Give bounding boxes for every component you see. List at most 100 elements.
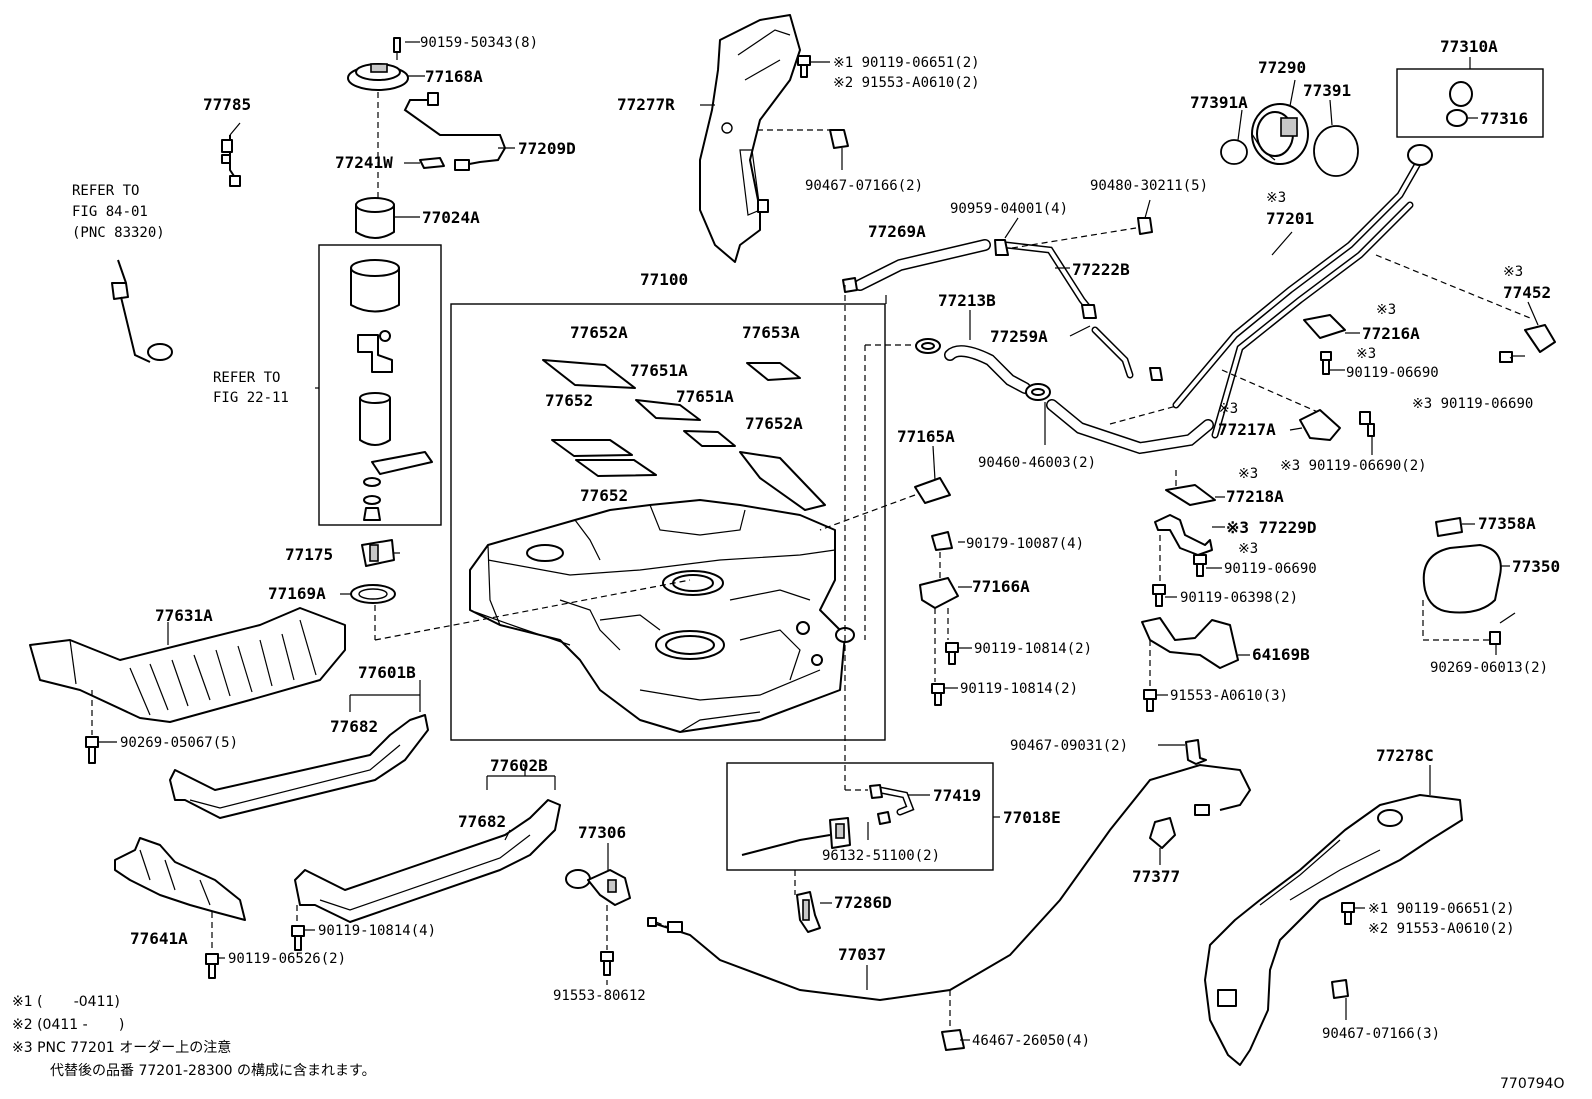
label-fig-84-01: FIG 84-01	[72, 204, 148, 220]
label-77201: 77201	[1266, 209, 1314, 228]
label-77217A: 77217A	[1218, 420, 1276, 439]
label-77682-b: 77682	[458, 812, 506, 831]
label-77652A-2: 77652A	[745, 414, 803, 433]
clamp-90460-lower	[1025, 383, 1051, 401]
label-90119-06690-c: ※3 90119-06690(2)	[1280, 458, 1427, 474]
clip-46467	[941, 1029, 965, 1051]
hose-77213B	[944, 345, 1031, 394]
label-77169A: 77169A	[268, 584, 326, 603]
figure-id: 770794O	[1500, 1076, 1564, 1092]
tank-band-rear	[294, 799, 561, 923]
bolt-91553-A0610-3	[1143, 689, 1157, 712]
bolt-90119-06526	[205, 953, 219, 979]
label-77286D: 77286D	[834, 893, 892, 912]
label-90480-30211: 90480-30211(5)	[1090, 178, 1208, 194]
protector-bracket-77641A	[114, 837, 246, 921]
label-64169B: 64169B	[1252, 645, 1310, 664]
label-90119-06690-d: 90119-06690	[1224, 561, 1317, 577]
bolt-10814-a	[945, 642, 959, 665]
label-s3-77452: ※3	[1503, 264, 1523, 280]
label-pnc-83320: (PNC 83320)	[72, 225, 165, 241]
label-77175: 77175	[285, 545, 333, 564]
label-90460-46003: 90460-46003(2)	[978, 455, 1096, 471]
bracket-77165A	[914, 477, 951, 504]
pump-strainer	[361, 539, 395, 567]
label-90119-10814-2-a: 90119-10814(2)	[974, 641, 1092, 657]
clamp-77452	[1499, 324, 1556, 363]
bolt-06651-top	[797, 55, 811, 78]
label-s3-06690-a: ※3	[1356, 346, 1376, 362]
tank-pads	[542, 359, 826, 511]
label-77168A: 77168A	[425, 67, 483, 86]
label-77682-a: 77682	[330, 717, 378, 736]
label-90467-09031: 90467-09031(2)	[1010, 738, 1128, 754]
label-77229D: ※3 77229D	[1226, 518, 1316, 537]
label-77641A: 77641A	[130, 929, 188, 948]
label-46467-26050: 46467-26050(4)	[972, 1033, 1090, 1049]
leader-lines	[98, 41, 1539, 1041]
clamp-90460-upper	[915, 338, 941, 354]
label-77037: 77037	[838, 945, 886, 964]
clip-90467-07166-top	[829, 129, 849, 149]
bolt-90119-10814-4	[291, 925, 305, 951]
label-90959-04001: 90959-04001(4)	[950, 201, 1068, 217]
bolt-06651-bottom	[1341, 902, 1355, 925]
screw-90269-06013	[1489, 612, 1516, 645]
clip-90480	[1137, 217, 1153, 235]
label-77018E: 77018E	[1003, 808, 1061, 827]
label-77377: 77377	[1132, 867, 1180, 886]
label-77316: 77316	[1480, 109, 1528, 128]
label-77269A: 77269A	[868, 222, 926, 241]
label-77652-2: 77652	[580, 486, 628, 505]
fuel-door-77350	[1422, 517, 1502, 614]
vent-valve	[741, 817, 851, 856]
bolt-06690-c	[1359, 411, 1375, 437]
tank-band-front	[169, 714, 429, 819]
label-refer-to-1: REFER TO	[72, 183, 139, 199]
label-91553-80612: 91553-80612	[553, 988, 646, 1004]
release-handle-77306	[565, 869, 631, 906]
hose-77259A	[1081, 304, 1163, 381]
label-77653A: 77653A	[742, 323, 800, 342]
bolt-90119-06398	[1152, 584, 1166, 607]
label-77310A: 77310A	[1440, 37, 1498, 56]
bracket-77229D	[1154, 514, 1213, 556]
note-3: ※3 PNC 77201 オーダー上の注意	[12, 1039, 231, 1056]
oring-77391A	[1220, 139, 1248, 165]
bolt-06690-a	[1320, 351, 1332, 375]
label-77652-1: 77652	[545, 391, 593, 410]
cable-clip-90467-09031	[1185, 739, 1207, 765]
label-77785: 77785	[203, 95, 251, 114]
oring-77391	[1313, 125, 1359, 177]
fuel-sender-gauge	[111, 259, 173, 363]
label-90119-06690-a: 90119-06690	[1346, 365, 1439, 381]
clip-77286D	[796, 891, 821, 933]
label-91553-A0610-3: 91553-A0610(3)	[1170, 688, 1288, 704]
label-77100: 77100	[640, 270, 688, 289]
label-s3-77217A: ※3	[1218, 401, 1238, 417]
cable-grommet-77377	[1149, 817, 1176, 849]
part-labels: 77785 90159-50343(8) 77168A 77209D 77241…	[72, 35, 1560, 1049]
bolt-91553-80612	[600, 951, 614, 976]
label-77222B: 77222B	[1072, 260, 1130, 279]
label-90119-10814-2-b: 90119-10814(2)	[960, 681, 1078, 697]
fuel-tank-frame	[450, 303, 886, 741]
label-90179-10087: 90179-10087(4)	[966, 536, 1084, 552]
label-77631A: 77631A	[155, 606, 213, 625]
fender-liner-77278C	[1204, 794, 1463, 1066]
note-4: 代替後の品番 77201-28300 の構成に含まれます。	[50, 1063, 376, 1079]
label-90119-10814-4: 90119-10814(4)	[318, 923, 436, 939]
fuel-line-tube	[403, 92, 507, 171]
label-77391A: 77391A	[1190, 93, 1248, 112]
note-2: ※2 (0411 - )	[12, 1017, 124, 1033]
fender-liner-77277R	[699, 14, 801, 263]
label-77278C: 77278C	[1376, 746, 1434, 765]
fuel-pump-cover	[347, 37, 409, 91]
filler-neck-77290	[1251, 103, 1309, 165]
label-77218A: 77218A	[1226, 487, 1284, 506]
release-cable	[647, 763, 1252, 1002]
pump-internals	[350, 259, 433, 521]
label-90269-06013: 90269-06013(2)	[1430, 660, 1548, 676]
label-s3-06690-d: ※3	[1238, 541, 1258, 557]
